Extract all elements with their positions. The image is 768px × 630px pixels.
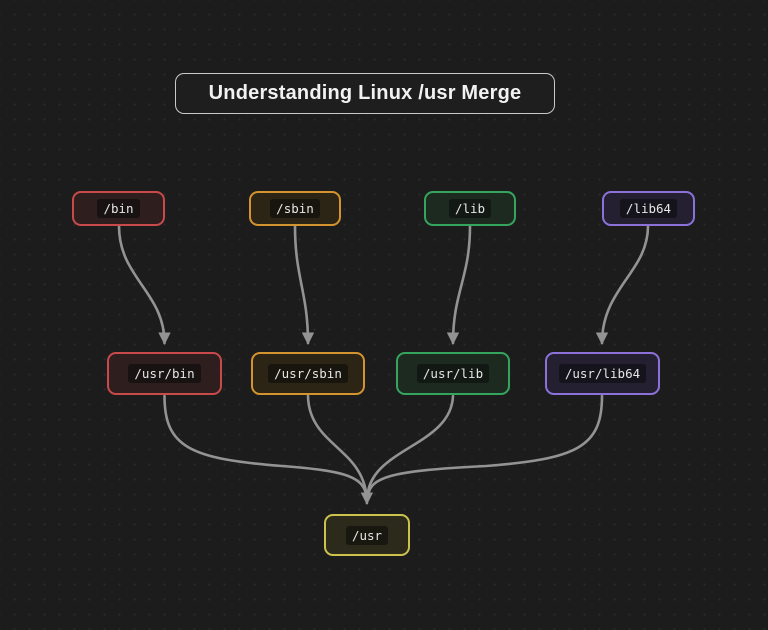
- node-usr-bin-label: /usr/bin: [128, 364, 201, 383]
- node-lib64-label: /lib64: [619, 199, 678, 218]
- node-usr-lib-label: /usr/lib: [416, 364, 490, 383]
- edge-usr-lib64-to-usr: [366, 394, 604, 502]
- node-usr-bin: /usr/bin: [107, 352, 222, 395]
- edge-usr-lib-to-usr: [366, 394, 455, 501]
- node-usr-sbin: /usr/sbin: [251, 352, 365, 395]
- node-sbin-label: /sbin: [270, 199, 320, 218]
- node-lib: /lib: [424, 191, 516, 226]
- edge-usr-bin-to-usr: [163, 394, 368, 502]
- edge-sbin-to-usr-sbin: [293, 224, 315, 345]
- node-bin-label: /bin: [97, 199, 140, 218]
- edge-lib-to-usr-lib: [446, 224, 472, 345]
- diagram-title: Understanding Linux /usr Merge: [208, 82, 522, 104]
- node-usr-lib64-label: /usr/lib64: [558, 364, 647, 383]
- node-sbin: /sbin: [249, 191, 341, 226]
- node-lib-label: /lib: [448, 199, 492, 218]
- node-bin: /bin: [72, 191, 165, 226]
- node-usr-lib: /usr/lib: [396, 352, 510, 395]
- node-usr-sbin-label: /usr/sbin: [268, 364, 348, 383]
- node-usr: /usr: [324, 514, 410, 556]
- edge-lib64-to-usr-lib64: [595, 224, 650, 345]
- node-usr-lib64: /usr/lib64: [545, 352, 660, 395]
- edge-bin-to-usr-bin: [117, 224, 171, 345]
- edge-usr-sbin-to-usr: [306, 394, 374, 505]
- node-usr-label: /usr: [345, 525, 389, 545]
- node-lib64: /lib64: [602, 191, 695, 226]
- diagram-title-box: Understanding Linux /usr Merge: [175, 73, 555, 114]
